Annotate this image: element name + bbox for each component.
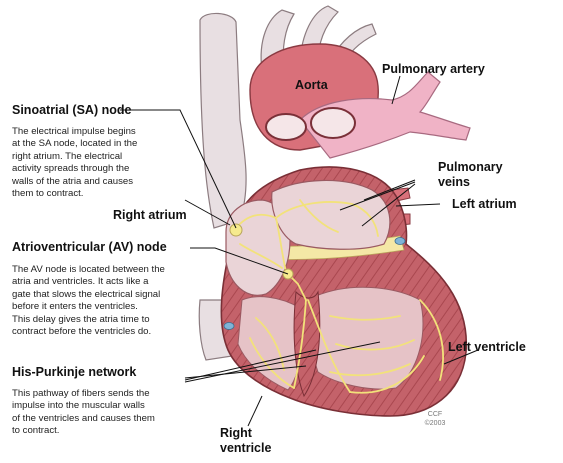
left-ventricle-chamber (310, 286, 424, 390)
aortic-valve (265, 113, 307, 141)
leader-pv-1 (363, 179, 416, 201)
leader-lines (120, 75, 479, 427)
interventricular-septum (293, 290, 321, 398)
right-ventricle-chamber (237, 296, 303, 391)
left-atrium-chamber (271, 179, 391, 250)
leader-right-ventricle (247, 395, 263, 427)
his-purkinje-title: His-Purkinje network (12, 365, 137, 379)
leader-pv-3 (361, 183, 416, 227)
pulmonary-valve (310, 107, 356, 139)
label-left-atrium: Left atrium (452, 197, 517, 211)
label-pulmonary-veins-2: veins (438, 175, 470, 189)
label-right-ventricle-2: ventricle (220, 441, 272, 455)
leader-sa-node (120, 109, 237, 229)
av-node-title: Atrioventricular (AV) node (12, 240, 167, 254)
coronary-vessel-left (223, 322, 235, 330)
leader-pulmonary-artery (391, 75, 401, 105)
leader-his-2 (184, 349, 317, 381)
sa-node-marker (229, 223, 243, 237)
sa-node-description: The electrical impulse begins at the SA … (12, 126, 138, 200)
label-left-ventricle: Left ventricle (448, 340, 526, 354)
leader-right-atrium (184, 199, 231, 226)
conduction-pathways (235, 199, 444, 394)
leader-av-node (190, 247, 289, 275)
av-node-description: The AV node is located between the atria… (12, 264, 165, 338)
sa-node-title: Sinoatrial (SA) node (12, 103, 132, 117)
label-right-atrium: Right atrium (113, 208, 187, 222)
coronary-vessel-right (394, 237, 406, 245)
credit-year: ©2003 (424, 420, 446, 427)
leader-his-1 (184, 365, 307, 379)
label-right-ventricle-1: Right (220, 426, 252, 440)
label-pulmonary-artery: Pulmonary artery (382, 62, 485, 76)
leader-left-atrium (395, 203, 441, 207)
leader-pv-2 (339, 181, 416, 211)
label-pulmonary-veins-1: Pulmonary (438, 160, 503, 174)
credit-signature: CCF (427, 411, 443, 418)
right-atrium-chamber (225, 199, 291, 296)
leader-left-ventricle (443, 349, 479, 365)
superior-vena-cava (199, 12, 247, 229)
leader-his-3 (184, 341, 381, 383)
his-purkinje-description: This pathway of fibers sends the impulse… (12, 388, 155, 437)
label-aorta: Aorta (295, 78, 328, 92)
